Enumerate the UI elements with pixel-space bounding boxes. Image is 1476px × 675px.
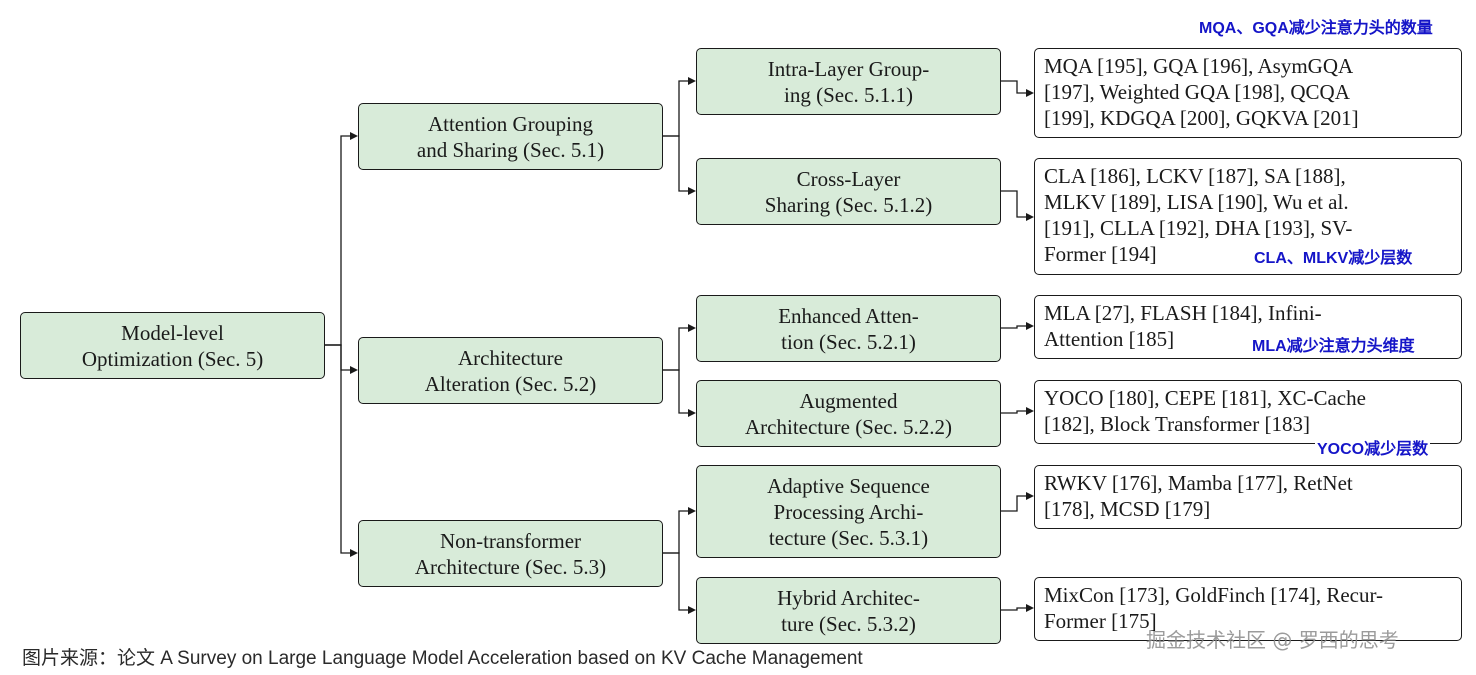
node-line: Cross-Layer — [796, 166, 901, 191]
node-text: Cross-Layer Sharing (Sec. 5.1.2) — [765, 166, 932, 218]
node-line: Intra-Layer Group- — [767, 56, 930, 81]
edge-cross-to-leaf — [1001, 190, 1032, 218]
node-line: Alteration (Sec. 5.2) — [424, 371, 597, 396]
leaf-line: YOCO [180], CEPE [181], XC-Cache — [1044, 386, 1366, 410]
node-architecture-alteration: Architecture Alteration (Sec. 5.2) — [358, 337, 663, 404]
leaf-line: [191], CLLA [192], DHA [193], SV- — [1044, 216, 1353, 240]
leaf-line: MLA [27], FLASH [184], Infini- — [1044, 301, 1322, 325]
edge-alteration-to-enhanced-arrowhead — [688, 324, 696, 332]
node-augmented-architecture: Augmented Architecture (Sec. 5.2.2) — [696, 380, 1001, 447]
edge-grouping-to-cross-arrowhead — [688, 187, 696, 195]
node-text: Enhanced Atten- tion (Sec. 5.2.1) — [778, 303, 919, 355]
node-line: Hybrid Architec- — [777, 585, 920, 610]
node-line: tion (Sec. 5.2.1) — [781, 329, 916, 354]
node-line: Attention Grouping — [427, 111, 594, 136]
node-text: Adaptive Sequence Processing Archi- tect… — [767, 473, 930, 551]
node-text: Augmented Architecture (Sec. 5.2.2) — [745, 388, 952, 440]
node-line: Augmented — [799, 388, 898, 413]
edge-nontransformer-to-hybrid — [663, 552, 694, 611]
leaf-line: Former [175] — [1044, 609, 1157, 633]
node-line: Optimization (Sec. 5) — [81, 346, 264, 371]
edge-intra-to-leaf — [1001, 80, 1032, 94]
leaf-line: [199], KDGQA [200], GQKVA [201] — [1044, 106, 1359, 130]
node-line: Architecture (Sec. 5.2.2) — [745, 414, 952, 439]
leaf-line: [182], Block Transformer [183] — [1044, 412, 1310, 436]
edge-hybrid-to-leaf — [1001, 607, 1032, 611]
annotation-mqa-gqa: MQA、GQA减少注意力头的数量 — [1197, 19, 1435, 39]
node-line: Non-transformer — [439, 528, 582, 553]
leaf-line: [197], Weighted GQA [198], QCQA — [1044, 80, 1350, 104]
edge-nontransformer-to-adaptive — [663, 510, 694, 554]
leaf-adaptive-sequence-methods: RWKV [176], Mamba [177], RetNet [178], M… — [1034, 465, 1462, 529]
edge-enhanced-to-leaf-arrowhead — [1026, 322, 1034, 330]
annotation-cla-mlkv: CLA、MLKV减少层数 — [1252, 249, 1415, 269]
leaf-line: MixCon [173], GoldFinch [174], Recur- — [1044, 583, 1384, 607]
node-attention-grouping-and-sharing: Attention Grouping and Sharing (Sec. 5.1… — [358, 103, 663, 170]
edge-grouping-to-intra — [663, 80, 694, 137]
node-line: ture (Sec. 5.3.2) — [781, 611, 916, 636]
edge-alteration-to-augmented-arrowhead — [688, 409, 696, 417]
leaf-line: Attention [185] — [1044, 327, 1175, 351]
edge-root-to-alteration-arrowhead — [350, 366, 358, 374]
node-text: Non-transformer Architecture (Sec. 5.3) — [415, 528, 606, 580]
leaf-line: CLA [186], LCKV [187], SA [188], — [1044, 164, 1346, 188]
leaf-augmented-architecture-methods: YOCO [180], CEPE [181], XC-Cache [182], … — [1034, 380, 1462, 444]
node-line: tecture (Sec. 5.3.1) — [768, 525, 929, 550]
edge-adaptive-to-leaf-arrowhead — [1026, 492, 1034, 500]
edge-root-to-nontransformer-arrowhead — [350, 549, 358, 557]
edge-adaptive-to-leaf — [1001, 495, 1032, 512]
edge-augmented-to-leaf — [1001, 410, 1032, 414]
node-non-transformer-architecture: Non-transformer Architecture (Sec. 5.3) — [358, 520, 663, 587]
leaf-intra-layer-methods: MQA [195], GQA [196], AsymGQA [197], Wei… — [1034, 48, 1462, 138]
leaf-line: RWKV [176], Mamba [177], RetNet — [1044, 471, 1353, 495]
edge-alteration-to-enhanced — [663, 327, 694, 371]
node-hybrid-architecture: Hybrid Architec- ture (Sec. 5.3.2) — [696, 577, 1001, 644]
leaf-line: MLKV [189], LISA [190], Wu et al. — [1044, 190, 1349, 214]
edge-root-to-nontransformer — [325, 344, 356, 554]
node-line: Architecture (Sec. 5.3) — [414, 554, 607, 579]
edge-augmented-to-leaf-arrowhead — [1026, 407, 1034, 415]
node-line: Adaptive Sequence — [767, 473, 930, 498]
edge-root-to-grouping — [325, 135, 356, 346]
node-text: Hybrid Architec- ture (Sec. 5.3.2) — [777, 585, 920, 637]
root-node-model-level-optimization: Model-level Optimization (Sec. 5) — [20, 312, 325, 379]
annotation-mla: MLA减少注意力头维度 — [1250, 337, 1417, 357]
node-text: Architecture Alteration (Sec. 5.2) — [425, 345, 596, 397]
node-line: Model-level — [121, 320, 224, 345]
edge-intra-to-leaf-arrowhead — [1026, 89, 1034, 97]
edge-nontransformer-to-hybrid-arrowhead — [688, 606, 696, 614]
annotation-yoco: YOCO减少层数 — [1315, 440, 1431, 460]
edge-nontransformer-to-adaptive-arrowhead — [688, 507, 696, 515]
edge-enhanced-to-leaf — [1001, 325, 1032, 329]
node-line: Sharing (Sec. 5.1.2) — [764, 192, 933, 217]
edge-grouping-to-intra-arrowhead — [688, 77, 696, 85]
node-text: Model-level Optimization (Sec. 5) — [82, 320, 263, 372]
edge-hybrid-to-leaf-arrowhead — [1026, 604, 1034, 612]
node-text: Attention Grouping and Sharing (Sec. 5.1… — [417, 111, 604, 163]
node-line: Processing Archi- — [773, 499, 924, 524]
leaf-line: MQA [195], GQA [196], AsymGQA — [1044, 54, 1354, 78]
node-line: ing (Sec. 5.1.1) — [784, 82, 913, 107]
node-enhanced-attention: Enhanced Atten- tion (Sec. 5.2.1) — [696, 295, 1001, 362]
edge-root-to-grouping-arrowhead — [350, 132, 358, 140]
watermark: 掘金技术社区 @ 罗西的思考 — [1146, 628, 1399, 652]
edge-grouping-to-cross — [663, 135, 694, 192]
node-cross-layer-sharing: Cross-Layer Sharing (Sec. 5.1.2) — [696, 158, 1001, 225]
node-line: and Sharing (Sec. 5.1) — [416, 137, 605, 162]
leaf-line: [178], MCSD [179] — [1044, 497, 1211, 521]
edge-alteration-to-augmented — [663, 369, 694, 414]
figure-caption: 图片来源：论文 A Survey on Large Language Model… — [22, 648, 863, 669]
node-adaptive-sequence-processing: Adaptive Sequence Processing Archi- tect… — [696, 465, 1001, 558]
leaf-line: Former [194] — [1044, 242, 1157, 266]
node-line: Architecture — [458, 345, 563, 370]
edge-cross-to-leaf-arrowhead — [1026, 213, 1034, 221]
node-text: Intra-Layer Group- ing (Sec. 5.1.1) — [768, 56, 930, 108]
node-intra-layer-grouping: Intra-Layer Group- ing (Sec. 5.1.1) — [696, 48, 1001, 115]
leaf-hybrid-architecture-methods: MixCon [173], GoldFinch [174], Recur- Fo… — [1034, 577, 1462, 641]
node-line: Enhanced Atten- — [778, 303, 919, 328]
